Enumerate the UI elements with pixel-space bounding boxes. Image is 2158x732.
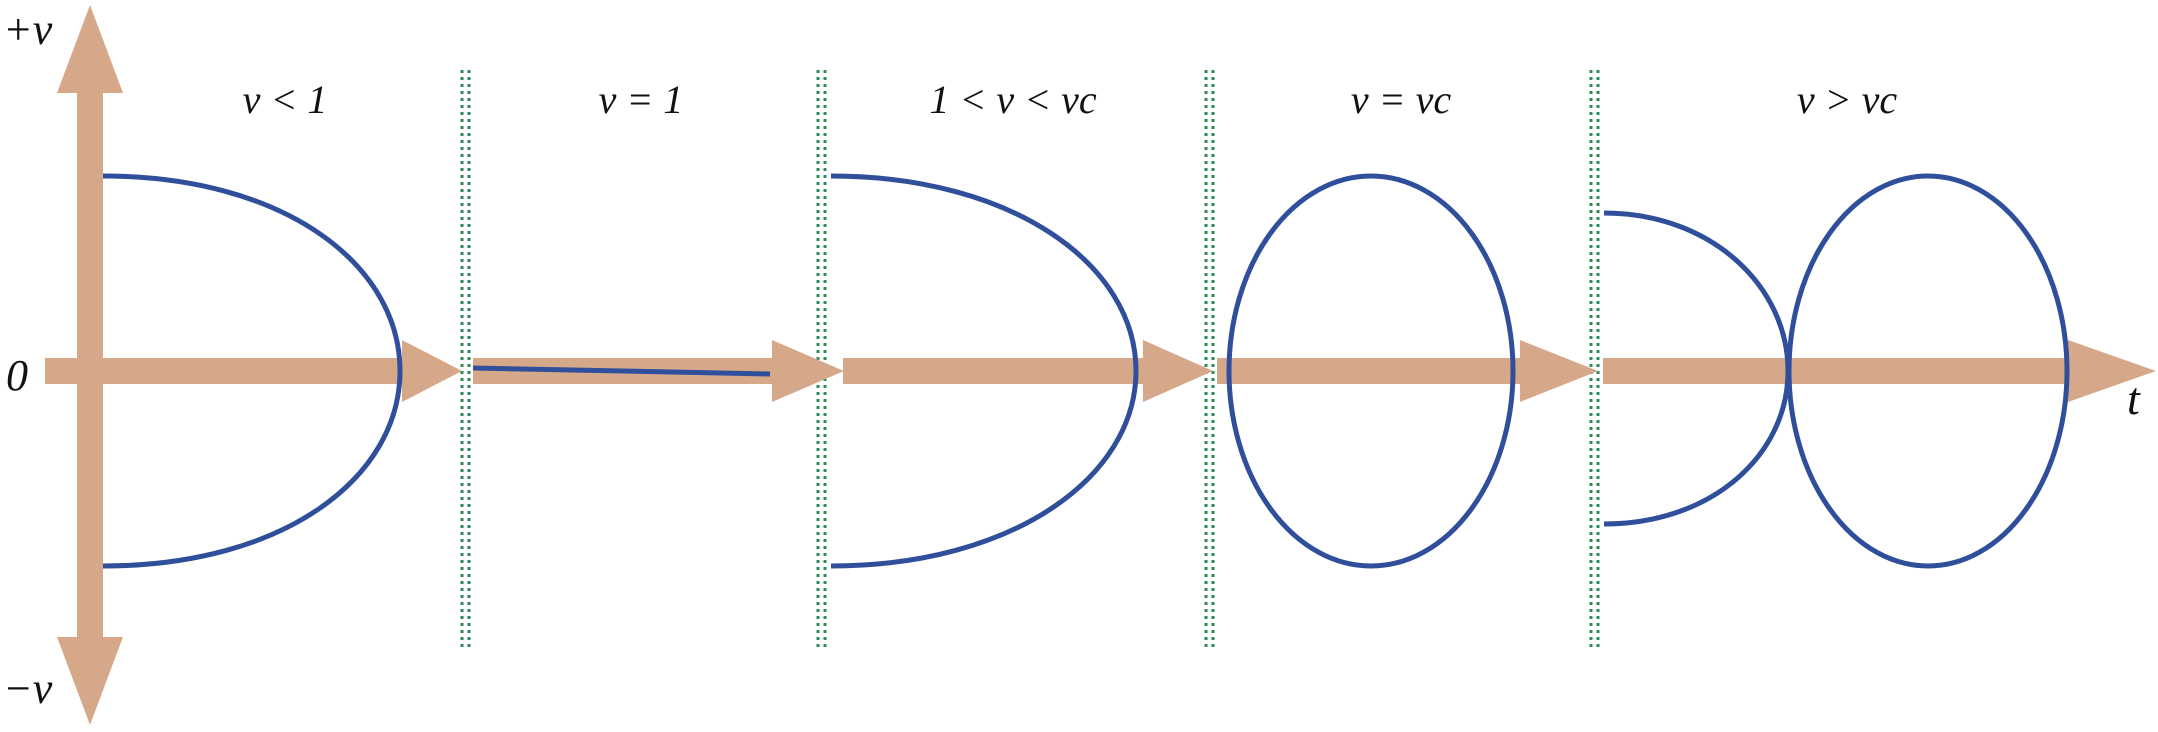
panel-label-nu-greater-nuc: ν > νc — [1797, 77, 1898, 122]
velocity-axis-down-arrowhead — [57, 637, 123, 725]
curve-panel-3-half-ellipse — [830, 173, 1139, 569]
time-arrow-panel-5 — [1603, 340, 2156, 402]
time-arrow-panel-3 — [843, 340, 1213, 402]
time-arrow-panel-1 — [45, 340, 462, 402]
curve-panel-2-line — [472, 365, 771, 377]
curve-panel-1-half-ellipse — [102, 173, 403, 569]
velocity-axis-up-arrowhead — [57, 5, 123, 93]
curve-panel-4-ellipse — [1226, 173, 1516, 569]
panel-label-nu-between: 1 < ν < νc — [929, 77, 1096, 122]
panel-label-nu-equal-nuc: ν = νc — [1351, 77, 1452, 122]
y-top-label: +v — [3, 5, 53, 54]
curve-panel-5-ellipse — [1786, 173, 2070, 569]
panel-separators — [460, 70, 1600, 650]
panel-label-nu-equal-1: ν = 1 — [599, 77, 684, 122]
y-bottom-label: −v — [3, 664, 53, 713]
origin-label: 0 — [6, 351, 28, 400]
time-arrows — [45, 340, 2156, 402]
time-arrow-panel-4 — [1217, 340, 1598, 402]
panel-label-nu-less-1: ν < 1 — [243, 77, 328, 122]
x-axis-label: t — [2127, 373, 2141, 424]
trajectories — [102, 173, 2070, 569]
